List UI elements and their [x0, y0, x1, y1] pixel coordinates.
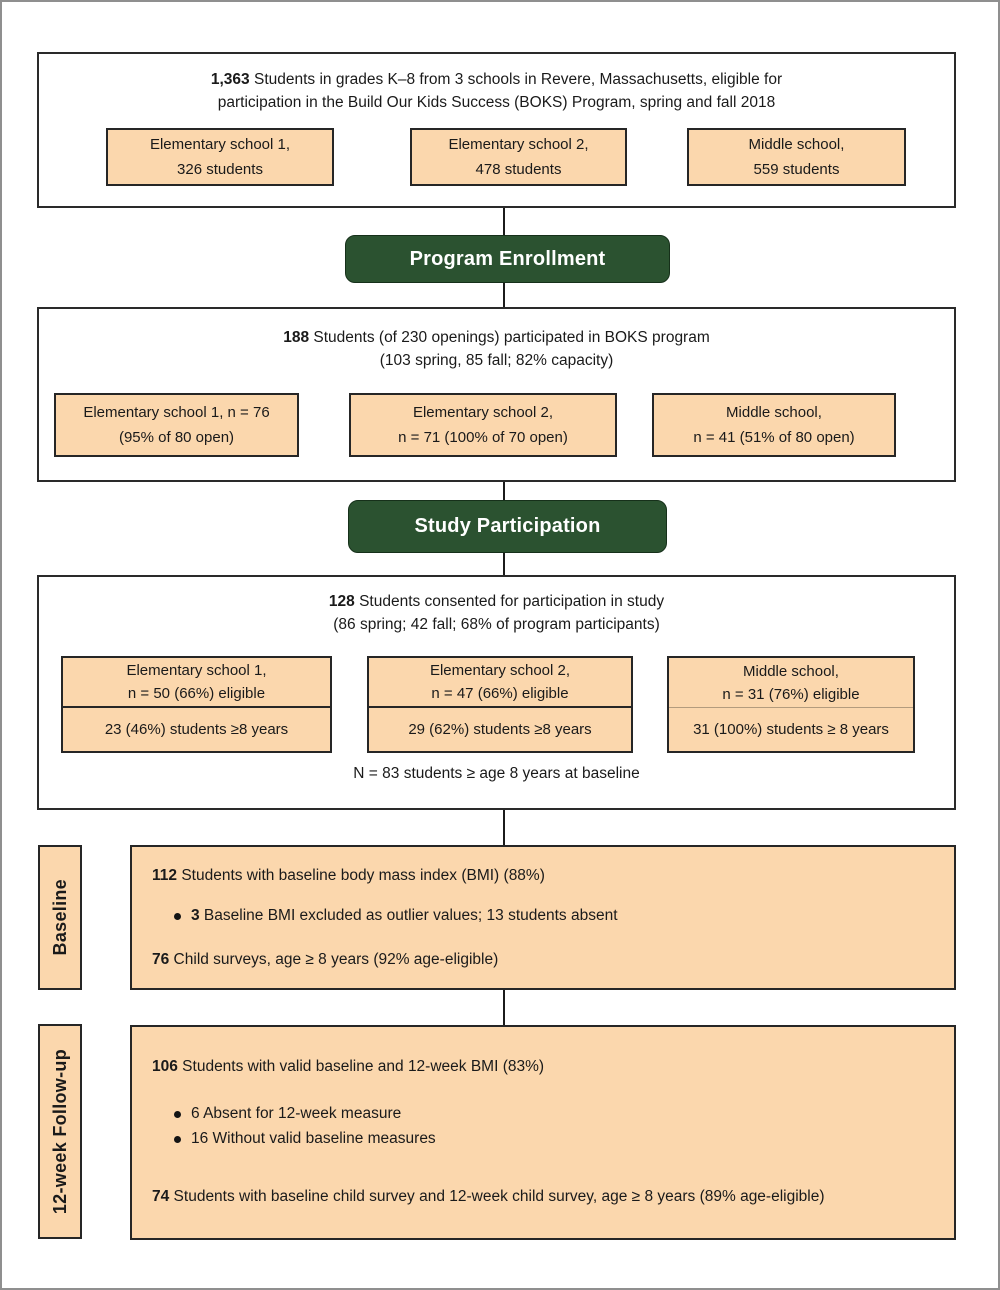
school-box-line2: 326 students	[177, 161, 263, 178]
eligibility-count: 1,363	[210, 71, 250, 88]
school-box-elementary-2: Elementary school 2, n = 71 (100% of 70 …	[349, 393, 617, 457]
school-box-line1: Elementary school 2,	[429, 662, 571, 679]
school-box-line2: n = 41 (51% of 80 open)	[693, 429, 855, 446]
bullet-dot-icon	[174, 1110, 181, 1118]
baseline-side-label-text: Baseline	[49, 879, 70, 956]
school-box-middle: Middle school, n = 41 (51% of 80 open)	[652, 393, 896, 457]
school-box-elementary-2: Elementary school 2, n = 47 (66%) eligib…	[367, 656, 633, 753]
enrollment-header-line1: 188 Students (of 230 openings) participa…	[39, 326, 954, 349]
connector-line	[503, 482, 505, 500]
baseline-side-label: Baseline	[38, 845, 82, 990]
school-box-eligible: Elementary school 1, n = 50 (66%) eligib…	[63, 658, 330, 708]
school-box-line1: Middle school,	[748, 136, 845, 153]
school-box-middle: Middle school, 559 students	[687, 128, 906, 186]
school-box-middle: Middle school, n = 31 (76%) eligible 31 …	[667, 656, 915, 753]
school-box-line1: Elementary school 1, n = 76	[83, 404, 270, 421]
school-box-elementary-1: Elementary school 1, n = 50 (66%) eligib…	[61, 656, 332, 753]
school-box-line2: 478 students	[475, 161, 562, 178]
eligibility-header-text: Students in grades K–8 from 3 schools in…	[249, 71, 783, 88]
bullet-rest: 16 Without valid baseline measures	[191, 1130, 436, 1147]
school-box-eligible: Middle school, n = 31 (76%) eligible	[669, 658, 913, 708]
connector-line	[503, 990, 505, 1026]
school-box-eligible: Elementary school 2, n = 47 (66%) eligib…	[369, 658, 631, 708]
participation-header-text: Students consented for participation in …	[354, 593, 665, 610]
school-box-line2: n = 31 (76%) eligible	[722, 685, 860, 703]
enrollment-header: 188 Students (of 230 openings) participa…	[39, 326, 954, 372]
followup-bmi-line: 106 Students with valid baseline and 12-…	[152, 1057, 942, 1077]
enrollment-header-text: Students (of 230 openings) participated …	[309, 329, 710, 346]
followup-box: 106 Students with valid baseline and 12-…	[130, 1025, 956, 1240]
school-box-line1: Elementary school 1,	[149, 136, 291, 153]
school-box-age-row: 23 (46%) students ≥8 years	[104, 721, 289, 738]
bullet-text: 16 Without valid baseline measures	[191, 1129, 436, 1149]
enrollment-count: 188	[283, 329, 310, 346]
school-box-line1: Middle school,	[743, 662, 839, 680]
followup-survey-count: 74	[152, 1188, 170, 1205]
followup-bmi-text: Students with valid baseline and 12-week…	[177, 1058, 545, 1075]
connector-line	[503, 208, 505, 235]
baseline-bmi-text: Students with baseline body mass index (…	[177, 867, 545, 884]
school-box-line2: n = 50 (66%) eligible	[127, 685, 266, 702]
school-box-line2: n = 47 (66%) eligible	[431, 685, 569, 702]
enrollment-header-line2: (103 spring, 85 fall; 82% capacity)	[379, 352, 614, 369]
participation-count: 128	[328, 593, 355, 610]
eligibility-panel: 1,363 Students in grades K–8 from 3 scho…	[37, 52, 956, 208]
followup-side-label: 12-week Follow-up	[38, 1024, 82, 1239]
baseline-bmi-line: 112 Students with baseline body mass ind…	[152, 866, 942, 886]
followup-invalid-bullet: 16 Without valid baseline measures	[174, 1129, 942, 1149]
school-box-line1: Middle school,	[726, 404, 822, 421]
eligibility-header-line1: 1,363 Students in grades K–8 from 3 scho…	[39, 68, 954, 91]
followup-bmi-count: 106	[152, 1058, 178, 1075]
school-box-line1: Elementary school 2,	[448, 136, 589, 153]
bullet-rest: 6 Absent for 12-week measure	[191, 1105, 402, 1122]
baseline-exclusion-bullet: 3 Baseline BMI excluded as outlier value…	[174, 906, 942, 926]
baseline-box: 112 Students with baseline body mass ind…	[130, 845, 956, 990]
bullet-text: 6 Absent for 12-week measure	[191, 1104, 401, 1124]
followup-survey-line: 74 Students with baseline child survey a…	[152, 1187, 942, 1207]
enrollment-panel: 188 Students (of 230 openings) participa…	[37, 307, 956, 482]
baseline-bmi-count: 112	[152, 867, 178, 884]
school-box-line2: n = 71 (100% of 70 open)	[398, 429, 568, 446]
connector-line	[503, 283, 505, 307]
school-box-elementary-1: Elementary school 1, 326 students	[106, 128, 334, 186]
participation-panel: 128 Students consented for participation…	[37, 575, 956, 810]
baseline-age-footnote: N = 83 students ≥ age 8 years at baselin…	[353, 765, 640, 782]
eligibility-header: 1,363 Students in grades K–8 from 3 scho…	[39, 68, 954, 114]
bullet-dot-icon	[174, 1135, 181, 1143]
participation-header-line1: 128 Students consented for participation…	[39, 590, 954, 613]
school-box-age-row: 31 (100%) students ≥ 8 years	[693, 721, 889, 738]
followup-survey-text: Students with baseline child survey and …	[169, 1188, 825, 1205]
school-box-elementary-2: Elementary school 2, 478 students	[410, 128, 627, 186]
followup-absent-bullet: 6 Absent for 12-week measure	[174, 1104, 942, 1124]
bullet-count: 3	[191, 907, 200, 924]
eligibility-header-line2: participation in the Build Our Kids Succ…	[217, 94, 776, 111]
study-participation-badge: Study Participation	[348, 500, 667, 553]
baseline-survey-line: 76 Child surveys, age ≥ 8 years (92% age…	[152, 950, 942, 970]
program-enrollment-badge: Program Enrollment	[345, 235, 670, 283]
connector-line	[503, 810, 505, 845]
connector-line	[503, 553, 505, 575]
school-box-age-row: 29 (62%) students ≥8 years	[408, 721, 592, 738]
school-box-line2: (95% of 80 open)	[118, 429, 235, 446]
bullet-dot-icon	[174, 912, 181, 920]
school-box-line1: Elementary school 1,	[126, 662, 267, 679]
school-box-line1: Elementary school 2,	[412, 404, 554, 421]
baseline-survey-text: Child surveys, age ≥ 8 years (92% age-el…	[169, 951, 499, 968]
baseline-survey-count: 76	[152, 951, 170, 968]
participation-header-line2: (86 spring; 42 fall; 68% of program part…	[333, 616, 660, 633]
school-box-elementary-1: Elementary school 1, n = 76 (95% of 80 o…	[54, 393, 299, 457]
followup-side-label-text: 12-week Follow-up	[49, 1048, 70, 1215]
school-box-line2: 559 students	[753, 161, 840, 178]
bullet-rest: Baseline BMI excluded as outlier values;…	[199, 907, 618, 924]
participation-header: 128 Students consented for participation…	[39, 590, 954, 636]
bullet-text: 3 Baseline BMI excluded as outlier value…	[191, 906, 618, 926]
